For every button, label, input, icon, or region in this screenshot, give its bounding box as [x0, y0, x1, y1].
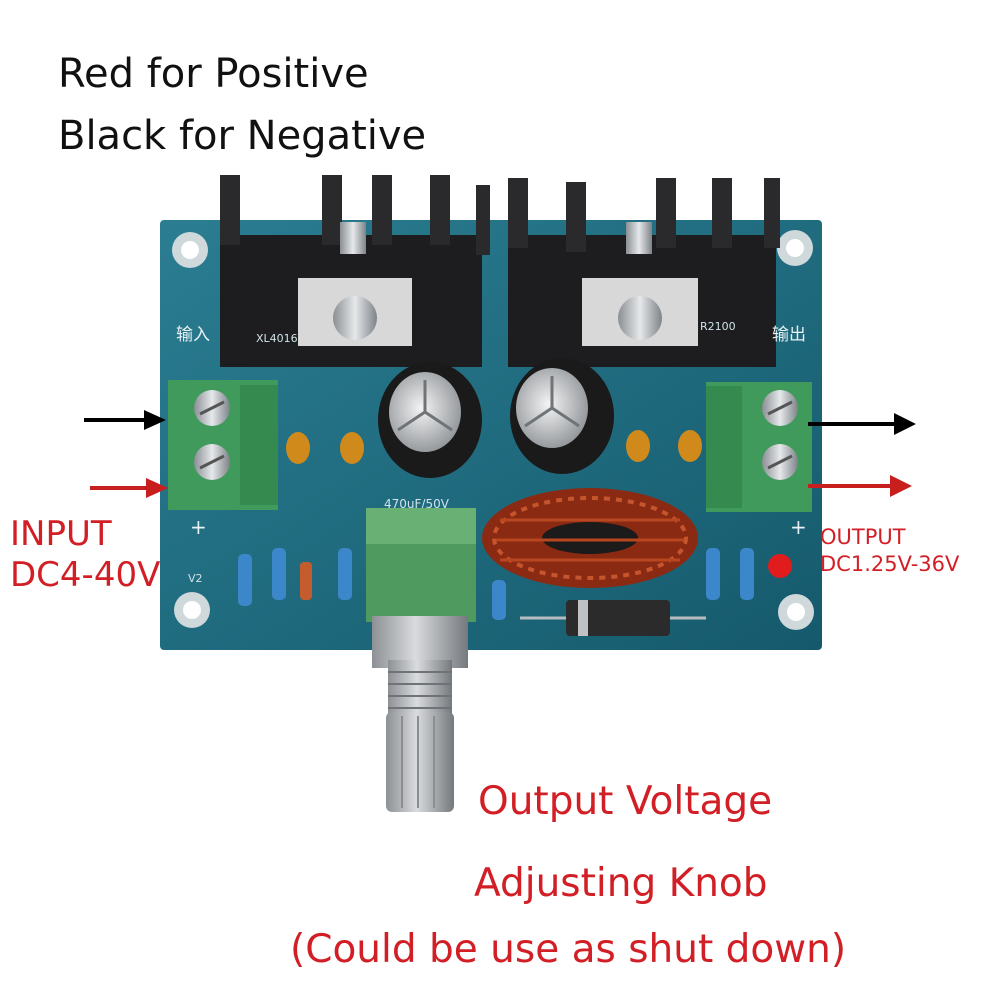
input-plus-mark: + [190, 515, 207, 539]
output-positive-arrow [808, 475, 912, 497]
legend-negative: Black for Negative [58, 113, 427, 159]
input-positive-arrow [90, 478, 168, 498]
output-negative-arrow [808, 413, 916, 435]
output-title: OUTPUT [820, 525, 906, 549]
legend-positive: Red for Positive [58, 51, 369, 97]
potentiometer [366, 508, 476, 812]
schottky-diode [520, 600, 706, 636]
knob-caption-line3: (Could be use as shut down) [290, 927, 847, 972]
input-range: DC4-40V [10, 555, 161, 596]
output-label: OUTPUT DC1.25V-36V [820, 524, 959, 579]
electrolytic-capacitor-left [378, 362, 482, 478]
v2-mark: V2 [188, 572, 203, 585]
input-label: INPUT DC4-40V [10, 514, 160, 597]
heatsink-left [220, 175, 490, 367]
output-cn-label: 输出 [772, 325, 806, 345]
resistors [238, 548, 754, 620]
output-terminal-block [706, 382, 812, 512]
knob-caption-line1: Output Voltage [478, 779, 773, 824]
input-negative-arrow [84, 410, 166, 430]
input-cn-label: 输入 [176, 325, 210, 345]
heatsink-right [508, 178, 780, 367]
capacitor-rating-label: 470uF/50V [384, 497, 450, 511]
knob-caption-line2: Adjusting Knob [474, 861, 768, 906]
output-range: DC1.25V-36V [820, 552, 960, 577]
electrolytic-capacitor-right [510, 358, 614, 474]
chip-label-right: R2100 [700, 320, 736, 333]
indicator-led [768, 554, 792, 578]
ceramic-capacitors [286, 430, 702, 464]
input-title: INPUT [10, 514, 112, 554]
mounting-holes [172, 230, 814, 630]
toroidal-inductor [482, 488, 698, 588]
chip-label-left: XL4016 [256, 332, 298, 345]
output-plus-mark: + [790, 515, 807, 539]
input-terminal-block [168, 380, 278, 510]
